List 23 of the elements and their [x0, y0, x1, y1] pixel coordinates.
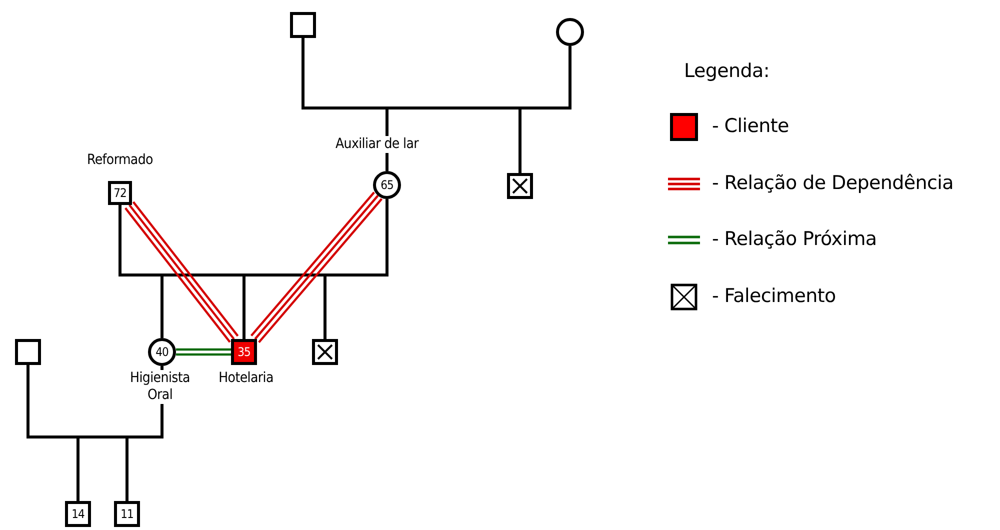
female-circle-symbol — [556, 18, 584, 46]
relationship-line — [174, 348, 232, 356]
male-square-symbol: 11 — [114, 501, 140, 527]
male-square-symbol: 14 — [65, 501, 91, 527]
relationship-line — [124, 200, 239, 344]
deceased-square-symbol — [312, 339, 338, 365]
legend-title: Legenda: — [684, 60, 770, 82]
relationship-line — [250, 191, 383, 344]
family-line — [26, 364, 164, 502]
client-square-symbol: 35 — [231, 339, 257, 365]
family-line — [302, 36, 572, 174]
legend-label: - Cliente — [712, 115, 789, 137]
male-square-symbol — [290, 12, 316, 38]
male-square-symbol — [15, 339, 41, 365]
male-square-symbol: 72 — [108, 181, 132, 205]
legend-label: - Falecimento — [712, 284, 836, 306]
deceased-square-symbol — [507, 173, 533, 199]
family-line — [118, 198, 388, 340]
female-circle-symbol: 65 — [373, 171, 401, 199]
person-caption: Higienista Oral — [128, 370, 192, 404]
female-circle-symbol: 40 — [148, 338, 176, 366]
legend-label: - Relação Próxima — [712, 228, 877, 250]
legend-label: - Relação de Dependência — [712, 172, 954, 194]
